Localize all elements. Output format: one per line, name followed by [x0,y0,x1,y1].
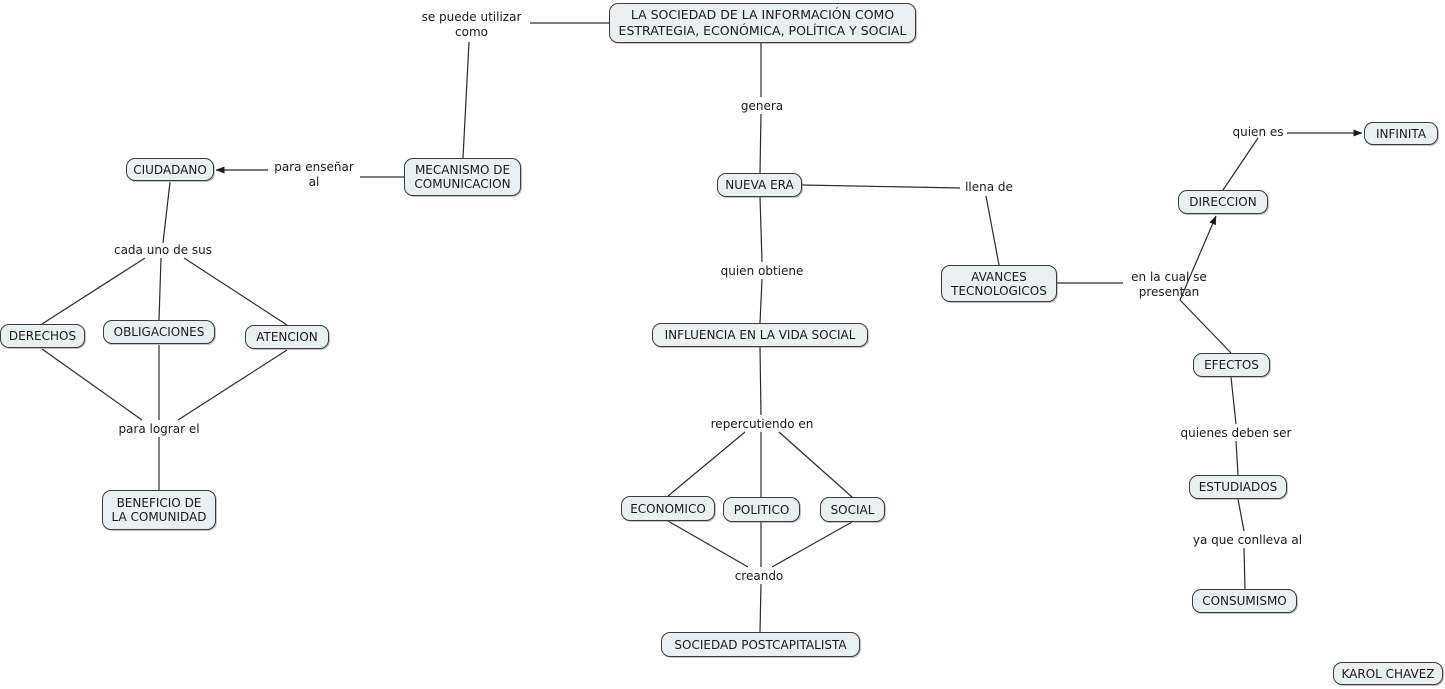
concept-map-edge [1235,440,1239,476]
concept-map-edge [162,181,171,244]
concept-node-influencia[interactable]: INFLUENCIA EN LA VIDA SOCIAL [652,323,868,347]
concept-node-root[interactable]: LA SOCIEDAD DE LA INFORMACIÓN COMO ESTRA… [609,3,916,43]
concept-link-label-l-llena: llena de [965,180,1013,194]
concept-node-politico[interactable]: POLITICO [723,497,800,522]
concept-node-social[interactable]: SOCIAL [820,497,885,522]
concept-map-edge [759,583,762,633]
concept-node-postcap[interactable]: SOCIEDAD POSTCAPITALISTA [661,632,860,657]
concept-map-edge [177,349,288,421]
concept-node-author[interactable]: KAROL CHAVEZ [1333,662,1443,685]
concept-map-edge [667,520,749,568]
concept-map-edge [759,278,763,324]
concept-map-edge [1237,498,1245,532]
concept-map-edge [1243,547,1246,590]
concept-link-label-l-obtiene: quien obtiene [720,264,804,278]
concept-node-economico[interactable]: ECONOMICO [621,496,715,521]
concept-map-edge [158,257,162,321]
concept-node-estudiados[interactable]: ESTUDIADOS [1189,475,1287,499]
concept-link-label-l-deben: quienes deben ser [1180,426,1292,440]
concept-link-label-l-genera: genera [740,99,784,113]
concept-node-mecanismo[interactable]: MECANISMO DE COMUNICACION [404,158,521,196]
concept-map-edge [41,348,143,421]
concept-node-ciudadano[interactable]: CIUDADANO [126,158,214,181]
concept-map-edge [759,346,762,416]
concept-node-derechos[interactable]: DERECHOS [0,324,85,348]
concept-node-beneficio[interactable]: BENEFICIO DE LA COMUNIDAD [102,490,216,530]
concept-map-edge [41,257,146,325]
concept-link-label-l-conlleva: ya que conlleva al [1192,533,1303,547]
concept-link-label-l-creando: creando [734,569,784,583]
concept-node-atencion[interactable]: ATENCION [245,325,329,349]
concept-map-edge [1222,137,1259,191]
concept-node-efectos[interactable]: EFECTOS [1193,353,1270,377]
concept-link-label-l-utilizar: se puede utilizar como [421,10,522,39]
concept-map-edge [667,431,746,497]
concept-map-edge [801,184,961,189]
concept-map-edge [462,41,470,159]
concept-link-label-l-cada: cada uno de sus [113,243,213,257]
concept-link-label-l-quienes: quien es [1232,125,1284,139]
concept-map-edge [759,113,762,174]
concept-node-infinita[interactable]: INFINITA [1364,122,1438,145]
concept-map-edge [778,431,853,498]
concept-map-edge [985,195,1000,266]
concept-map-edge [1230,376,1237,425]
concept-link-label-l-repercute: repercutiendo en [710,417,814,431]
concept-node-nuevaera[interactable]: NUEVA ERA [717,173,802,197]
concept-link-label-l-ensenar: para enseñar al [274,160,354,189]
concept-map-edge [1179,299,1232,354]
concept-map-edge [183,257,288,326]
concept-node-avances[interactable]: AVANCES TECNOLOGICOS [941,265,1057,302]
concept-link-label-l-lograr: para lograr el [118,422,200,436]
concept-node-obligaciones[interactable]: OBLIGACIONES [103,320,215,344]
concept-map-edge [771,521,853,568]
concept-node-consumismo[interactable]: CONSUMISMO [1192,589,1297,613]
concept-map-edge [759,196,763,263]
concept-node-direccion[interactable]: DIRECCION [1178,190,1268,214]
concept-link-label-l-presentan: en la cual se presentan [1131,270,1207,299]
